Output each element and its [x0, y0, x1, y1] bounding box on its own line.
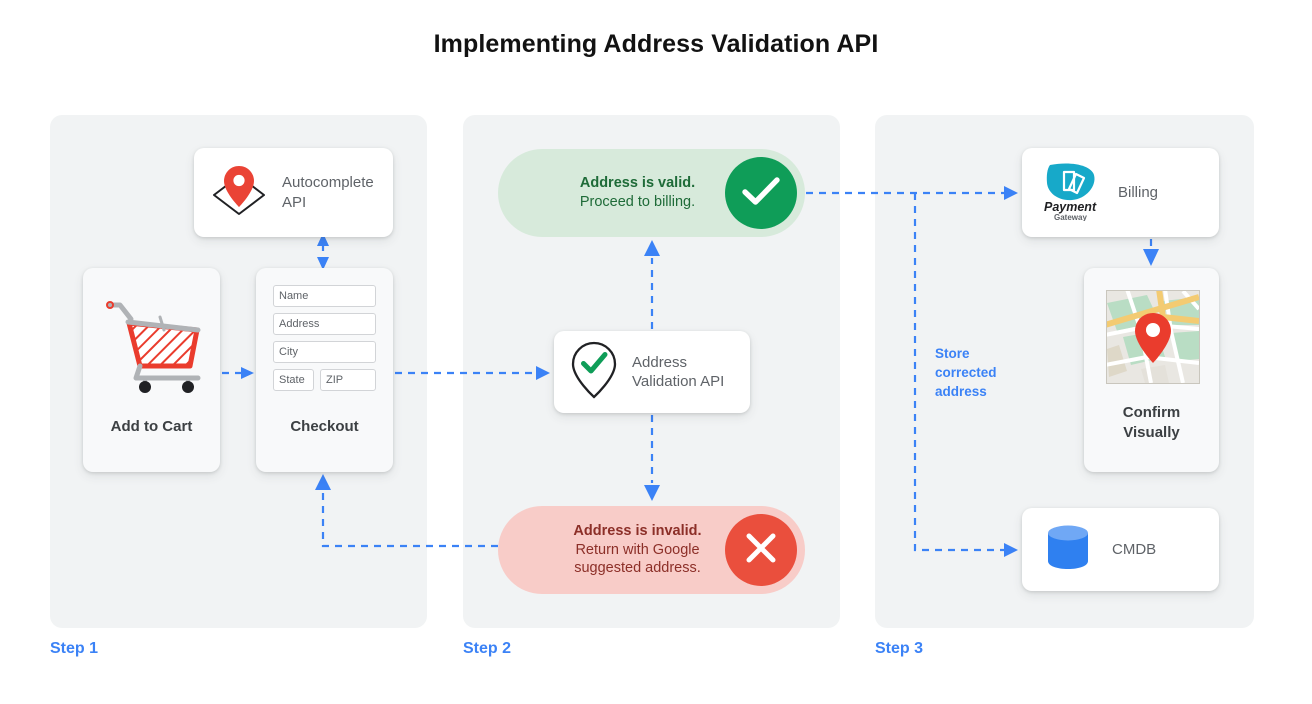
address-valid-text: Address is valid. Proceed to billing.	[498, 174, 805, 211]
page-title: Implementing Address Validation API	[433, 30, 879, 58]
add-to-cart-card[interactable]: Add to Cart	[83, 268, 220, 472]
address-invalid-detail-line1: Return with Google	[575, 541, 700, 558]
arrowhead-cart-checkout	[241, 367, 254, 379]
store-corrected-address-note: Store corrected address	[935, 346, 997, 400]
cmdb-card[interactable]: CMDB	[1022, 508, 1219, 591]
cmdb-label: CMDB	[1112, 541, 1157, 558]
arrowhead-billing-confirm	[1143, 249, 1159, 266]
shopping-cart-icon	[98, 286, 206, 399]
address-invalid-headline: Address is invalid.	[573, 523, 702, 540]
step-1-label: Step 1	[50, 640, 99, 657]
confirm-visually-caption-line2: Visually	[1123, 423, 1180, 441]
map-thumbnail-icon	[1106, 290, 1200, 384]
arrowhead-validation-invalid	[644, 485, 660, 501]
address-valid-headline: Address is valid.	[579, 175, 696, 192]
step-3-label: Step 3	[875, 640, 924, 657]
address-validation-api-label-line1: Address	[632, 353, 688, 371]
address-invalid-detail-line2: suggested address.	[574, 560, 701, 577]
address-validation-api-label: Address Validation API	[632, 353, 724, 392]
confirm-visually-card[interactable]: Confirm Visually	[1084, 268, 1219, 472]
connector-invalid-checkout	[321, 492, 498, 548]
map-pin-diamond-icon	[208, 162, 270, 223]
checkout-form: Name Address City State ZIP	[273, 285, 376, 391]
autocomplete-api-card[interactable]: Autocomplete API	[194, 148, 393, 237]
city-field[interactable]: City	[273, 341, 376, 363]
confirm-visually-caption: Confirm Visually	[1084, 403, 1219, 442]
address-invalid-text: Address is invalid. Return with Google s…	[498, 522, 805, 578]
billing-label: Billing	[1118, 184, 1159, 201]
valid-status-badge	[725, 157, 797, 229]
address-field[interactable]: Address	[273, 313, 376, 335]
state-field[interactable]: State	[273, 369, 314, 391]
arrowhead-invalid-checkout	[315, 474, 331, 490]
autocomplete-api-label: Autocomplete API	[282, 173, 374, 212]
autocomplete-api-label-line2: API	[282, 193, 307, 211]
address-invalid-pill: Address is invalid. Return with Google s…	[498, 506, 805, 594]
zip-field[interactable]: ZIP	[320, 369, 376, 391]
connector-store-cmdb	[913, 193, 1006, 552]
autocomplete-api-label-line1: Autocomplete	[282, 174, 374, 191]
payment-logo-primary: Payment	[1044, 200, 1097, 214]
address-valid-detail: Proceed to billing.	[579, 194, 696, 210]
invalid-status-badge	[725, 514, 797, 586]
arrowhead-down-checkout	[317, 257, 329, 270]
close-icon	[744, 531, 778, 570]
address-validation-api-label-line2: Validation API	[632, 373, 725, 390]
arrowhead-valid-billing	[1004, 186, 1018, 200]
database-icon	[1042, 521, 1094, 578]
payment-gateway-icon: Payment Gateway	[1038, 159, 1104, 226]
payment-logo-secondary: Gateway	[1054, 213, 1087, 221]
checkout-card[interactable]: Name Address City State ZIP Checkout	[256, 268, 393, 472]
arrowhead-up-autocomplete	[317, 233, 329, 246]
arrowhead-validation-valid	[644, 240, 660, 256]
billing-card[interactable]: Payment Gateway Billing	[1022, 148, 1219, 237]
arrowhead-checkout-validation	[536, 366, 550, 380]
step-2-label: Step 2	[463, 640, 512, 657]
checkout-caption: Checkout	[290, 417, 359, 435]
add-to-cart-caption: Add to Cart	[110, 417, 193, 435]
check-icon	[742, 176, 780, 211]
address-valid-pill: Address is valid. Proceed to billing.	[498, 149, 805, 237]
address-validation-api-card[interactable]: Address Validation API	[554, 331, 750, 413]
confirm-visually-caption-line1: Confirm	[1122, 404, 1181, 421]
name-field[interactable]: Name	[273, 285, 376, 307]
arrowhead-store-cmdb	[1004, 543, 1018, 557]
pin-check-icon	[570, 340, 618, 405]
state-zip-row: State ZIP	[273, 369, 376, 391]
